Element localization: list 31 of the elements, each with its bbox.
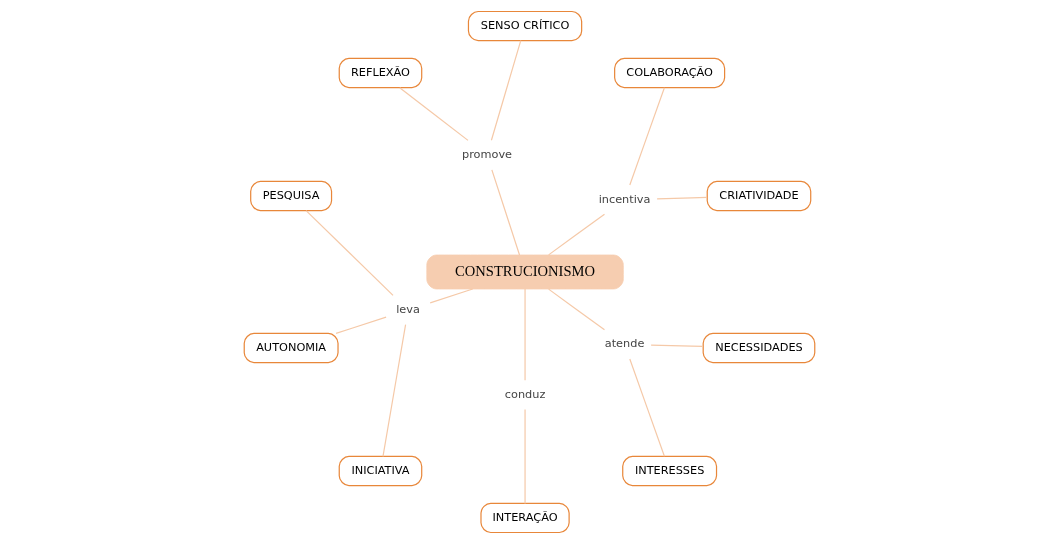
- connector: [399, 87, 469, 141]
- connector: [524, 288, 526, 381]
- connector: [382, 323, 407, 457]
- node-text: atende: [604, 337, 645, 351]
- connector: [335, 316, 387, 334]
- node-box: INTERESSES: [622, 455, 718, 487]
- node-box: COLABORAÇÃO: [614, 57, 726, 89]
- node-text: incentiva: [598, 192, 651, 206]
- node-box: CRIATIVIDADE: [706, 180, 812, 212]
- node-box: NECESSIDADES: [702, 332, 816, 364]
- node-box: CONSTRUCIONISMO: [426, 254, 624, 290]
- node-text: leva: [396, 302, 420, 316]
- connector: [524, 408, 526, 504]
- node-box: INICIATIVA: [338, 455, 423, 487]
- connector: [629, 358, 665, 457]
- node-text: conduz: [504, 387, 546, 401]
- connector: [629, 87, 665, 186]
- connector: [490, 40, 522, 141]
- node-box: INTERAÇÃO: [480, 502, 570, 534]
- connector: [491, 169, 521, 256]
- node-text: promove: [462, 148, 513, 162]
- connector: [650, 344, 704, 348]
- connector: [305, 210, 394, 296]
- node-box: AUTONOMIA: [243, 332, 339, 364]
- node-box: PESQUISA: [250, 180, 333, 212]
- connector: [548, 288, 606, 331]
- connector: [656, 196, 708, 200]
- connector: [548, 213, 606, 256]
- node-box: REFLEXÃO: [338, 57, 423, 89]
- connector: [429, 288, 474, 304]
- node-box: SENSO CRÍTICO: [467, 10, 583, 42]
